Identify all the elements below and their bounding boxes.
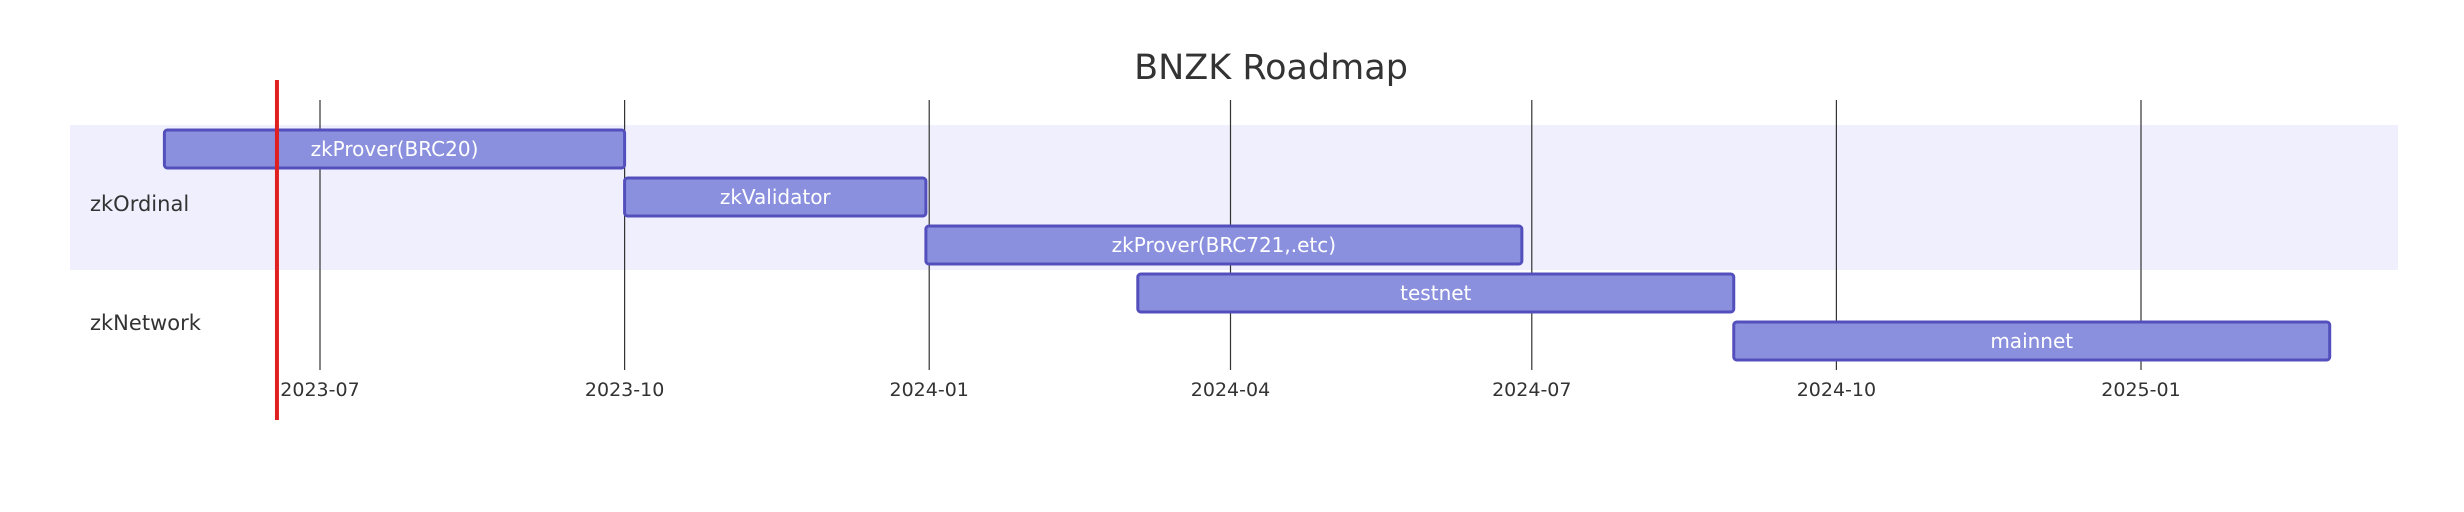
tick-label: 2024-10 <box>1797 379 1876 401</box>
tick-label: 2024-01 <box>890 379 969 401</box>
task-bar <box>162 128 627 170</box>
task-label: mainnet <box>1990 329 2073 353</box>
tick-label: 2024-04 <box>1191 379 1270 401</box>
section-labels: zkOrdinal zkNetwork <box>90 192 202 335</box>
task-label: zkValidator <box>720 185 832 209</box>
task-label: testnet <box>1400 281 1471 305</box>
task-bars: zkProver(BRC20) zkValidator zkProver(BRC72… <box>162 128 2332 362</box>
task-bar <box>623 176 928 218</box>
chart-title: BNZK Roadmap <box>1134 48 1408 88</box>
tick-label: 2023-10 <box>585 379 664 401</box>
section-label: zkOrdinal <box>90 192 189 216</box>
tick-labels: 2023-07 2023-10 2024-01 2024-04 2024-07 2024-… <box>280 379 2180 401</box>
tick-label: 2025-01 <box>2101 379 2180 401</box>
tick-label: 2024-07 <box>1492 379 1571 401</box>
task-bar <box>924 224 1524 266</box>
tick-label: 2023-07 <box>280 379 359 401</box>
task-bar <box>1136 272 1736 314</box>
task-bar <box>1732 320 2332 362</box>
task-label: zkProver(BRC20) <box>311 137 479 161</box>
section-label: zkNetwork <box>90 311 202 335</box>
task-label: zkProver(BRC721,.etc) <box>1112 233 1336 257</box>
